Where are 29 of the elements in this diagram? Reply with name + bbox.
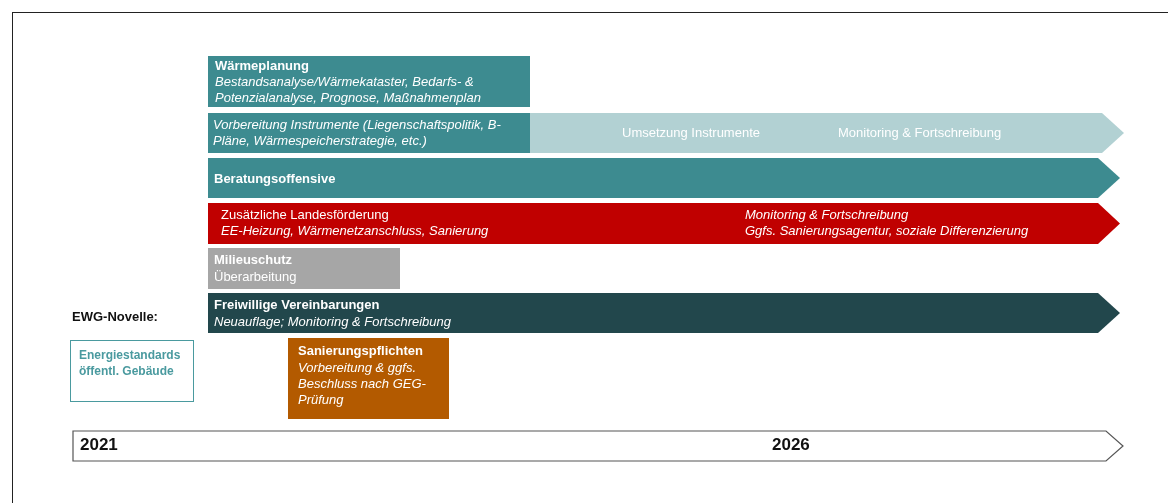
standard-box [70,340,194,402]
task-bar [208,248,400,289]
bar-title: Milieuschutz [214,252,292,268]
bar-text: Überarbeitung [214,269,297,285]
row-label: EWG-Novelle: [72,309,158,325]
bar-title: Wärmeplanung [215,58,310,74]
bar-text: Bestandsanalyse/Wärmekataster, Bedarfs- & Potenzialanalyse, Prognose, Maßnahmenplan [215,74,482,106]
bar-text: Vorbereitung Instrumente (Liegenschaftspolitik, B-Pläne, Wärmespeicherstrategie, etc.) [213,117,502,149]
bar-title: Sanierungspflichten [298,343,423,359]
bar-title: Beratungsoffensive [214,171,336,187]
timeline-bar [208,293,1120,333]
bar-title: 2021 [80,437,118,453]
bar-text: Ggfs. Sanierungsagentur, soziale Differenzierung [745,223,1029,239]
bar-text: Monitoring & Fortschreibung [745,207,909,223]
timeline-bar [208,158,1120,198]
bar-text: Neuauflage; Monitoring & Fortschreibung [214,314,452,330]
task-bar [288,338,449,419]
task-bar [208,56,530,107]
timeline-bar [530,113,1124,153]
bar-title: Energiestandards öffentl. Gebäude [79,347,182,379]
task-bar [208,113,530,153]
year-label: 2026 [772,437,810,453]
timeline-bar [208,203,1120,244]
bar-text: Zusätzliche Landesförderung [221,207,389,223]
bar-text: Umsetzung Instrumente [622,125,760,141]
bar-text: EE-Heizung, Wärmenetzanschluss, Sanierung [221,223,489,239]
bar-text: Vorbereitung & ggfs. Beschluss nach GEG-Prüfung [298,360,427,408]
bar-text: Monitoring & Fortschreibung [838,125,1002,141]
bar-title: Freiwillige Vereinbarungen [214,297,380,313]
